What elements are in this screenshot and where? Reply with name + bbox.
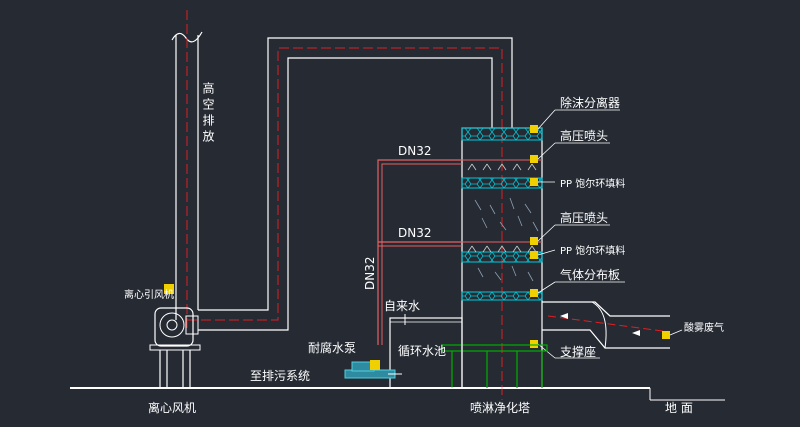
corrosion-resistant-pump <box>344 360 402 379</box>
spray-nozzles-top <box>467 163 537 171</box>
label-dn32-vertical: DN32 <box>363 257 377 291</box>
spray-tower <box>461 109 625 389</box>
tower-support <box>441 344 548 388</box>
spray-droplets <box>474 197 539 282</box>
spray-nozzles-mid <box>467 245 537 253</box>
water-pipes <box>377 159 462 345</box>
label-demister: 除沫分离器 <box>560 95 620 110</box>
label-high-exhaust: 高空排放 <box>201 81 215 146</box>
connecting-duct <box>187 37 513 400</box>
label-pump: 耐腐水泵 <box>308 340 356 355</box>
caption-tower: 喷淋净化塔 <box>470 401 530 415</box>
fan-warning-marker <box>164 284 174 294</box>
inlet-duct <box>542 301 683 349</box>
packing-mid <box>461 251 543 263</box>
label-tank: 循环水池 <box>398 344 446 358</box>
label-hp-spray-top: 高压喷头 <box>560 128 608 143</box>
centrifugal-fan <box>149 284 201 388</box>
gas-distributor-layer <box>461 291 543 301</box>
tower-markers <box>530 125 538 348</box>
label-dn32-top: DN32 <box>398 144 432 158</box>
label-support: 支撑座 <box>560 344 596 359</box>
caption-ground: 地 面 <box>665 401 693 415</box>
label-hp-spray-mid: 高压喷头 <box>560 210 608 225</box>
pump-marker <box>370 360 380 370</box>
demister-layer <box>461 127 543 141</box>
label-pp-packing-mid: PP 饱尔环填料 <box>560 244 625 257</box>
packing-top <box>461 177 543 189</box>
caption-fan: 离心风机 <box>148 400 196 415</box>
label-induced-fan: 离心引风机 <box>124 288 174 301</box>
label-dn32-mid: DN32 <box>398 226 432 240</box>
leader-lines <box>537 109 625 359</box>
exhaust-stack <box>171 10 203 330</box>
label-drain: 至排污系统 <box>250 369 310 383</box>
label-acid-gas: 酸雾废气 <box>684 321 724 334</box>
circulation-tank <box>389 317 463 389</box>
label-tap-water: 自来水 <box>384 299 420 313</box>
label-pp-packing-top: PP 饱尔环填料 <box>560 177 625 190</box>
ground-line <box>70 387 725 401</box>
label-gas-distributor: 气体分布板 <box>560 267 620 282</box>
